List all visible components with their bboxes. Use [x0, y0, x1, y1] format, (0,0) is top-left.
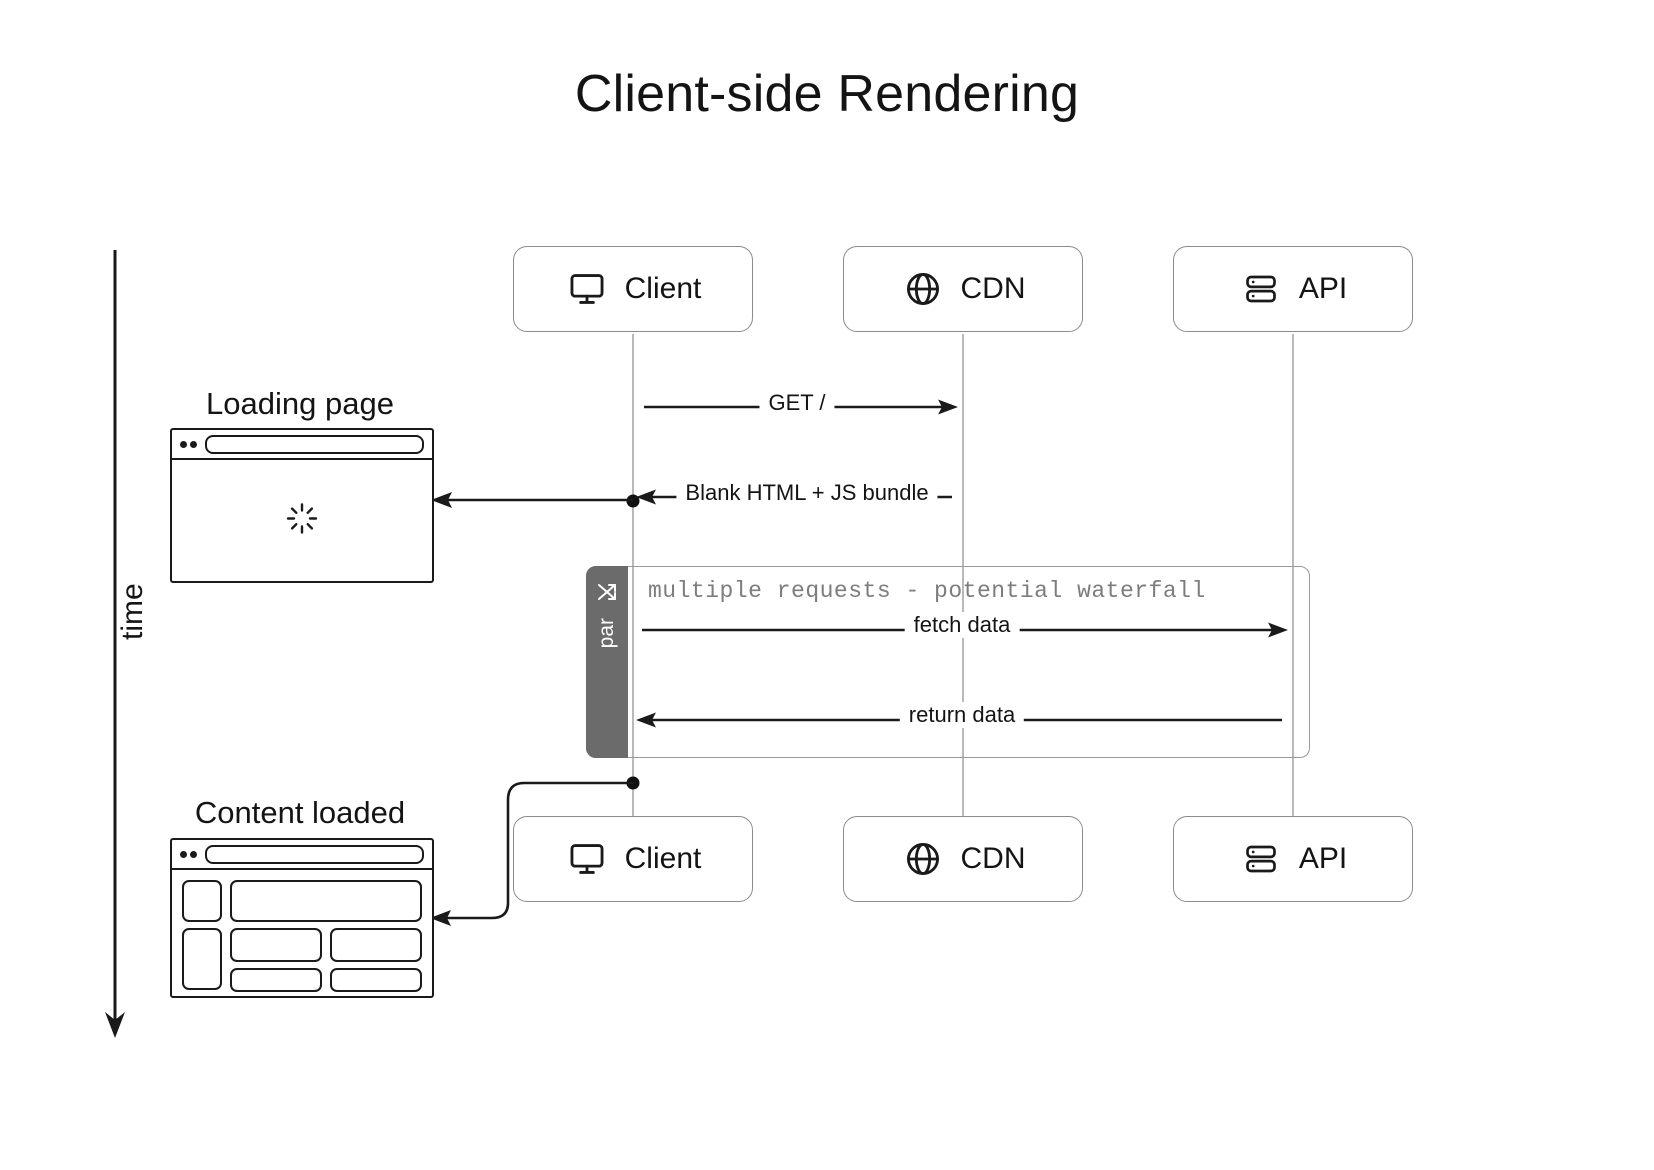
participant-label: Client — [624, 842, 702, 875]
lifeline-api — [1292, 334, 1294, 824]
participant-api-bottom[interactable]: API — [1173, 816, 1413, 902]
wireframe-sidebar-bottom — [182, 928, 222, 990]
lifeline-client — [632, 334, 634, 824]
server-icon — [1239, 267, 1283, 311]
monitor-icon — [565, 267, 609, 311]
wireframe-card-2 — [330, 928, 422, 962]
browser-mockup-content — [170, 838, 434, 998]
par-keyword: par — [595, 618, 618, 649]
participant-client-bottom[interactable]: Client — [513, 816, 753, 902]
page-title: Client-side Rendering — [574, 65, 1080, 123]
loading-spinner-icon — [285, 501, 319, 540]
browser-mockup-loading — [170, 428, 434, 583]
url-bar[interactable] — [205, 434, 424, 454]
participant-cdn-top[interactable]: CDN — [843, 246, 1083, 332]
participant-label: API — [1298, 842, 1348, 875]
message-get-root: GET / — [632, 390, 962, 425]
wireframe-card-1 — [230, 928, 322, 962]
globe-icon — [901, 267, 945, 311]
connector-content-loaded — [424, 778, 644, 928]
server-icon — [1239, 837, 1283, 881]
par-block-note: multiple requests - potential waterfall — [648, 578, 1206, 604]
browser-chrome — [172, 430, 432, 460]
wireframe-header-block — [230, 880, 422, 922]
message-label: Blank HTML + JS bundle — [676, 480, 938, 506]
wireframe-card-4 — [330, 968, 422, 992]
wireframe-card-3 — [230, 968, 322, 992]
globe-icon — [901, 837, 945, 881]
participant-label: Client — [624, 272, 702, 305]
participant-label: CDN — [960, 272, 1026, 305]
time-axis — [100, 250, 140, 1040]
browser-chrome — [172, 840, 432, 870]
message-label: fetch data — [904, 612, 1020, 638]
window-controls — [180, 440, 197, 448]
message-fetch-data: fetch data — [632, 612, 1292, 654]
shuffle-icon — [595, 580, 619, 604]
message-blank-html: Blank HTML + JS bundle — [632, 480, 962, 515]
mockup-caption-loading: Loading page — [206, 386, 394, 421]
par-block-tab: par — [586, 566, 628, 758]
participant-client-top[interactable]: Client — [513, 246, 753, 332]
participant-label: CDN — [960, 842, 1026, 875]
browser-viewport — [172, 870, 432, 996]
participant-cdn-bottom[interactable]: CDN — [843, 816, 1083, 902]
message-label: GET / — [759, 390, 835, 416]
lifeline-cdn — [962, 334, 964, 824]
time-axis-label: time — [116, 583, 149, 640]
window-controls — [180, 850, 197, 858]
url-bar[interactable] — [205, 844, 424, 864]
monitor-icon — [565, 837, 609, 881]
participant-api-top[interactable]: API — [1173, 246, 1413, 332]
wireframe-sidebar-top — [182, 880, 222, 922]
browser-viewport — [172, 460, 432, 581]
participant-label: API — [1298, 272, 1348, 305]
mockup-caption-content: Content loaded — [194, 795, 406, 830]
message-return-data: return data — [632, 702, 1292, 744]
connector-loading-page — [428, 488, 638, 514]
message-label: return data — [899, 702, 1025, 728]
